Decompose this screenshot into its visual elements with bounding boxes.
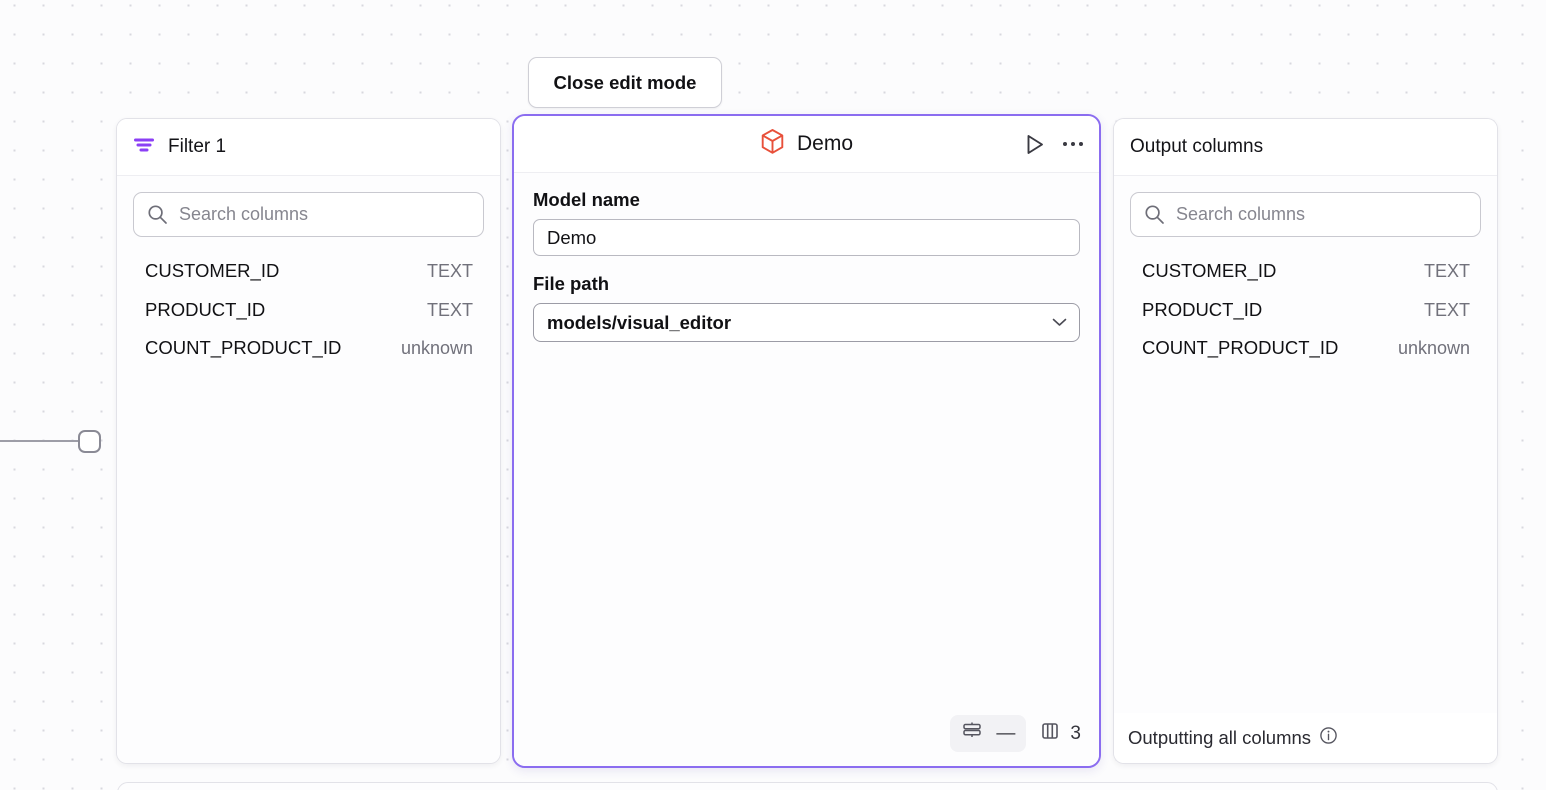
output-footer-text: Outputting all columns bbox=[1128, 727, 1312, 748]
column-type: unknown bbox=[1397, 338, 1470, 358]
filter-node-panel[interactable]: Filter 1 CUSTOMER_ID TEXT PRODUCT_ID bbox=[116, 118, 501, 764]
column-name: PRODUCT_ID bbox=[1142, 298, 1263, 320]
output-panel-footer: Outputting all columns bbox=[1114, 713, 1497, 763]
column-type: TEXT bbox=[1423, 261, 1470, 281]
ellipsis-icon bbox=[1063, 141, 1083, 147]
column-name: CUSTOMER_ID bbox=[145, 260, 280, 281]
file-path-value: models/visual_editor bbox=[547, 311, 732, 333]
filter-search-input[interactable] bbox=[179, 204, 470, 225]
list-item[interactable]: COUNT_PRODUCT_ID unknown bbox=[1130, 337, 1481, 376]
list-item[interactable]: PRODUCT_ID TEXT bbox=[133, 299, 484, 338]
demo-header-actions bbox=[1022, 132, 1083, 157]
file-path-select-wrap: models/visual_editor bbox=[533, 303, 1080, 342]
column-name: COUNT_PRODUCT_ID bbox=[145, 337, 342, 358]
list-item[interactable]: PRODUCT_ID TEXT bbox=[1130, 299, 1481, 338]
cube-icon bbox=[760, 128, 785, 160]
list-item[interactable]: CUSTOMER_ID TEXT bbox=[1130, 260, 1481, 299]
demo-panel-header: Demo bbox=[514, 116, 1099, 173]
row-count-group[interactable]: — bbox=[950, 715, 1027, 752]
connector-handle[interactable] bbox=[78, 430, 101, 453]
filter-icon bbox=[133, 137, 155, 158]
column-name: CUSTOMER_ID bbox=[1142, 260, 1277, 281]
column-count-group[interactable]: 3 bbox=[1039, 720, 1081, 747]
list-item[interactable]: COUNT_PRODUCT_ID unknown bbox=[133, 337, 484, 376]
search-icon bbox=[1144, 204, 1165, 225]
demo-stats-bar: — 3 bbox=[950, 715, 1081, 752]
connector-edge bbox=[0, 440, 80, 442]
output-panel-title: Output columns bbox=[1130, 136, 1264, 157]
column-type: unknown bbox=[400, 338, 473, 358]
filter-panel-title: Filter 1 bbox=[168, 136, 227, 157]
column-count-value: 3 bbox=[1070, 722, 1081, 744]
filter-column-list: CUSTOMER_ID TEXT PRODUCT_ID TEXT COUNT_P… bbox=[133, 260, 484, 376]
filter-search-box[interactable] bbox=[133, 192, 484, 237]
offscreen-panel-edge[interactable] bbox=[117, 782, 1498, 790]
info-icon[interactable] bbox=[1319, 726, 1338, 750]
column-type: TEXT bbox=[426, 261, 473, 281]
demo-panel-body: Model name File path models/visual_edito… bbox=[514, 173, 1099, 766]
columns-icon bbox=[1039, 720, 1061, 747]
model-name-label: Model name bbox=[533, 189, 640, 210]
column-type: TEXT bbox=[426, 299, 473, 320]
close-edit-mode-button[interactable]: Close edit mode bbox=[528, 57, 722, 108]
demo-panel-title: Demo bbox=[796, 132, 854, 155]
column-name: COUNT_PRODUCT_ID bbox=[1142, 337, 1339, 358]
file-path-label: File path bbox=[533, 273, 610, 294]
filter-panel-header: Filter 1 bbox=[117, 119, 500, 176]
output-panel-body: CUSTOMER_ID TEXT PRODUCT_ID TEXT COUNT_P… bbox=[1114, 176, 1497, 713]
row-count-value: — bbox=[996, 722, 1016, 744]
column-type: TEXT bbox=[1423, 299, 1470, 320]
output-columns-panel[interactable]: Output columns CUSTOMER_ID TEXT PROD bbox=[1113, 118, 1498, 764]
run-button[interactable] bbox=[1022, 132, 1047, 157]
column-name: PRODUCT_ID bbox=[145, 298, 266, 320]
output-search-box[interactable] bbox=[1130, 192, 1481, 237]
output-column-list: CUSTOMER_ID TEXT PRODUCT_ID TEXT COUNT_P… bbox=[1130, 260, 1481, 376]
filter-panel-body: CUSTOMER_ID TEXT PRODUCT_ID TEXT COUNT_P… bbox=[117, 176, 500, 763]
model-node-panel[interactable]: Demo Model name File path bbox=[512, 114, 1101, 768]
rows-icon bbox=[961, 720, 983, 747]
file-path-select[interactable]: models/visual_editor bbox=[533, 303, 1080, 342]
search-icon bbox=[147, 204, 168, 225]
demo-title-group: Demo bbox=[760, 128, 853, 160]
output-panel-header: Output columns bbox=[1114, 119, 1497, 176]
model-name-input[interactable] bbox=[533, 219, 1080, 256]
list-item[interactable]: CUSTOMER_ID TEXT bbox=[133, 260, 484, 299]
more-options-button[interactable] bbox=[1063, 141, 1083, 147]
output-search-input[interactable] bbox=[1176, 204, 1467, 225]
